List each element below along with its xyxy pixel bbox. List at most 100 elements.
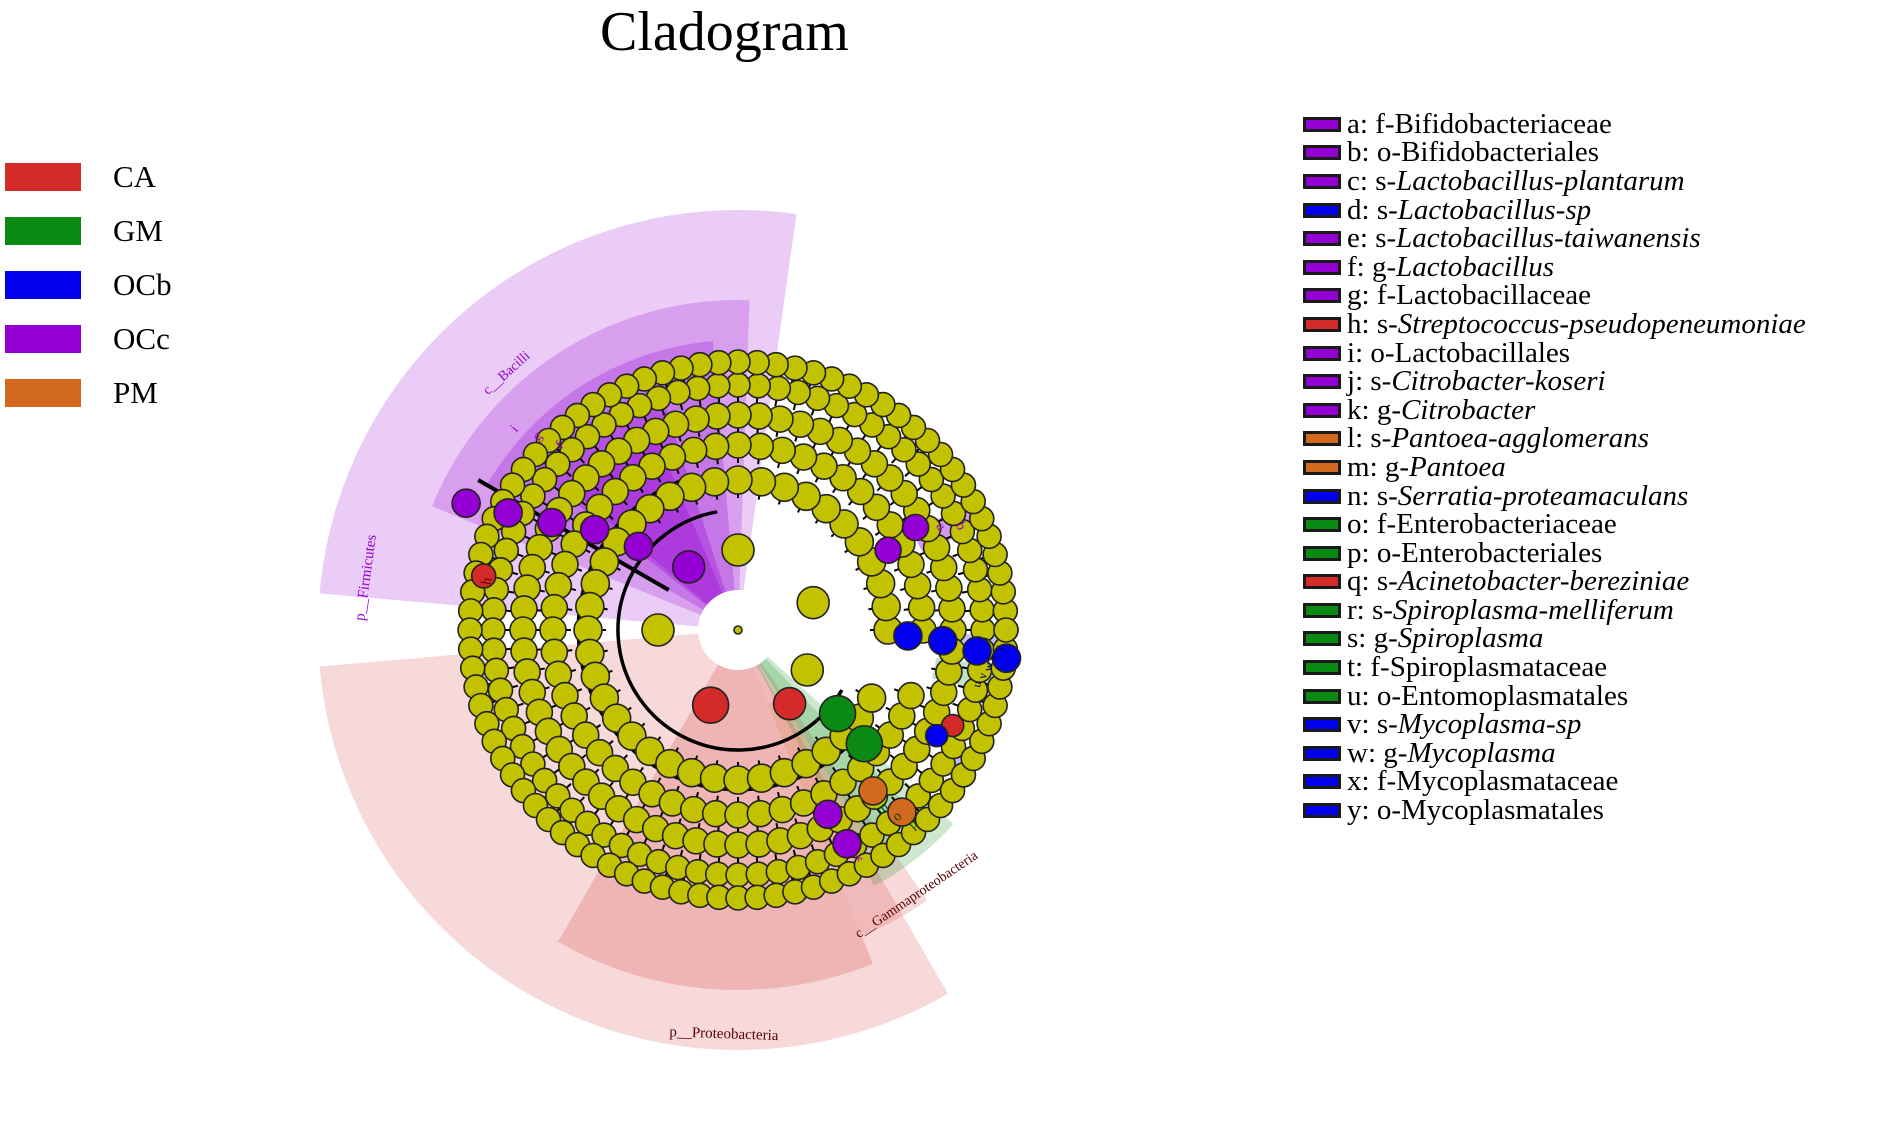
taxon-name: Lactobacillaceae bbox=[1396, 279, 1591, 312]
taxon-label: t: f-Spiroplasmataceae bbox=[1347, 651, 1608, 684]
taxon-name: Spiroplasmataceae bbox=[1389, 651, 1608, 684]
taxon-key: e bbox=[1347, 222, 1360, 255]
taxon-rank: f bbox=[1376, 508, 1387, 541]
taxon-label: q: s-Acinetobacter-bereziniae bbox=[1347, 565, 1690, 598]
taxon-color-box bbox=[1303, 345, 1341, 361]
taxon-name: Lactobacillus-plantarum bbox=[1396, 164, 1685, 197]
group-legend-item: GM bbox=[5, 204, 172, 258]
taxon-name: Enterobacteriales bbox=[1400, 536, 1603, 569]
taxon-color-box bbox=[1303, 574, 1341, 590]
taxon-legend-item: p: o-Enterobacteriales bbox=[1303, 536, 1806, 569]
occ-node bbox=[623, 531, 654, 562]
taxon-color-box bbox=[1303, 173, 1341, 189]
taxon-legend-item: c: s-Lactobacillus-plantarum bbox=[1303, 164, 1806, 197]
taxon-name: Lactobacillus bbox=[1396, 250, 1555, 283]
taxon-key: f bbox=[1347, 250, 1357, 283]
sector-letter: w bbox=[980, 661, 995, 672]
ocb-node bbox=[893, 621, 923, 651]
taxon-legend-item: v: s-Mycoplasma-sp bbox=[1303, 708, 1806, 741]
taxon-label: e: s-Lactobacillus-taiwanensis bbox=[1347, 222, 1701, 255]
occ-node bbox=[579, 514, 610, 545]
taxon-label: f: g-Lactobacillus bbox=[1347, 250, 1555, 283]
taxon-color-box bbox=[1303, 517, 1341, 533]
taxon-name: Mycoplasmataceae bbox=[1396, 765, 1619, 798]
taxon-rank: g bbox=[1373, 622, 1389, 655]
group-swatch bbox=[5, 379, 81, 407]
taxon-key: x bbox=[1347, 765, 1362, 798]
taxon-label: l: s-Pantoea-agglomerans bbox=[1347, 422, 1650, 455]
leaf-node bbox=[897, 681, 925, 710]
taxon-name: Enterobacteriaceae bbox=[1396, 508, 1617, 541]
taxon-name: Acinetobacter-bereziniae bbox=[1397, 565, 1690, 598]
taxon-key: r bbox=[1347, 593, 1357, 626]
taxon-label: b: o-Bifidobacteriales bbox=[1347, 136, 1600, 169]
taxon-name: Lactobacillus-sp bbox=[1397, 193, 1592, 226]
taxon-name: Pantoea bbox=[1409, 450, 1506, 483]
pm-node bbox=[858, 776, 888, 806]
taxon-color-box bbox=[1303, 374, 1341, 390]
taxon-name: Mycoplasma-sp bbox=[1397, 708, 1582, 741]
taxon-color-box bbox=[1303, 774, 1341, 790]
taxon-color-box bbox=[1303, 459, 1341, 475]
taxon-label: h: s-Streptococcus-pseudopeneumoniae bbox=[1347, 307, 1806, 340]
taxon-color-box bbox=[1303, 402, 1341, 418]
taxon-name: Pantoea-agglomerans bbox=[1391, 422, 1650, 455]
group-legend-item: OCc bbox=[5, 312, 172, 366]
taxon-color-box bbox=[1303, 803, 1341, 819]
taxon-rank: o bbox=[1376, 136, 1392, 169]
taxon-name: Lactobacillus-taiwanensis bbox=[1396, 222, 1701, 255]
pm-node bbox=[887, 797, 917, 827]
taxon-rank: s bbox=[1375, 222, 1387, 255]
taxon-legend-item: w: g-Mycoplasma bbox=[1303, 736, 1806, 769]
taxon-legend-item: b: o-Bifidobacteriales bbox=[1303, 136, 1806, 169]
taxon-color-box bbox=[1303, 602, 1341, 618]
group-legend-item: PM bbox=[5, 366, 172, 420]
taxon-name: Mycoplasmatales bbox=[1400, 794, 1604, 827]
taxon-legend-item: d: s-Lactobacillus-sp bbox=[1303, 193, 1806, 226]
taxon-name: Citrobacter-koseri bbox=[1391, 365, 1606, 398]
leaf-node bbox=[993, 617, 1019, 643]
ocb-node bbox=[991, 643, 1022, 674]
occ-node bbox=[493, 498, 523, 528]
ca-node bbox=[691, 686, 730, 724]
taxon-legend-item: o: f-Enterobacteriaceae bbox=[1303, 508, 1806, 541]
group-label: OCc bbox=[113, 321, 170, 356]
taxon-key: y bbox=[1347, 794, 1362, 827]
taxon-rank: s bbox=[1375, 164, 1387, 197]
taxon-key: o bbox=[1347, 508, 1362, 541]
taxon-label: w: g-Mycoplasma bbox=[1347, 736, 1556, 769]
taxon-key: q bbox=[1347, 565, 1362, 598]
taxon-key: v bbox=[1347, 708, 1362, 741]
taxon-color-box bbox=[1303, 745, 1341, 761]
taxon-key: d bbox=[1347, 193, 1362, 226]
taxon-key: b bbox=[1347, 136, 1362, 169]
taxon-rank: o bbox=[1376, 679, 1392, 712]
group-legend-item: CA bbox=[5, 150, 172, 204]
taxon-name: Streptococcus-pseudopeneumoniae bbox=[1397, 307, 1806, 340]
taxon-label: i: o-Lactobacillales bbox=[1347, 336, 1571, 369]
taxon-key: k bbox=[1347, 393, 1362, 426]
taxon-legend-item: k: g-Citrobacter bbox=[1303, 393, 1806, 426]
taxon-name: Lactobacillales bbox=[1394, 336, 1571, 369]
taxon-label: j: s-Citrobacter-koseri bbox=[1347, 365, 1606, 398]
ca-node bbox=[470, 563, 497, 589]
group-swatch bbox=[5, 217, 81, 245]
taxon-legend-item: m: g-Pantoea bbox=[1303, 450, 1806, 483]
taxon-key: j bbox=[1347, 365, 1356, 398]
taxon-key: u bbox=[1347, 679, 1362, 712]
taxon-name: Citrobacter bbox=[1400, 393, 1536, 426]
root-node bbox=[733, 625, 743, 635]
taxon-rank: o bbox=[1376, 794, 1392, 827]
taxon-legend-item: r: s-Spiroplasma-melliferum bbox=[1303, 593, 1806, 626]
taxon-label: k: g-Citrobacter bbox=[1347, 393, 1536, 426]
taxon-rank: s bbox=[1370, 422, 1382, 455]
taxon-color-box bbox=[1303, 316, 1341, 332]
taxon-label: m: g-Pantoea bbox=[1347, 450, 1506, 483]
taxon-name: Bifidobacteriales bbox=[1400, 136, 1600, 169]
level1-node bbox=[790, 653, 825, 687]
sector-letter: h bbox=[479, 576, 495, 586]
occ-node bbox=[813, 799, 843, 830]
taxon-legend-item: n: s-Serratia-proteamaculans bbox=[1303, 480, 1806, 512]
